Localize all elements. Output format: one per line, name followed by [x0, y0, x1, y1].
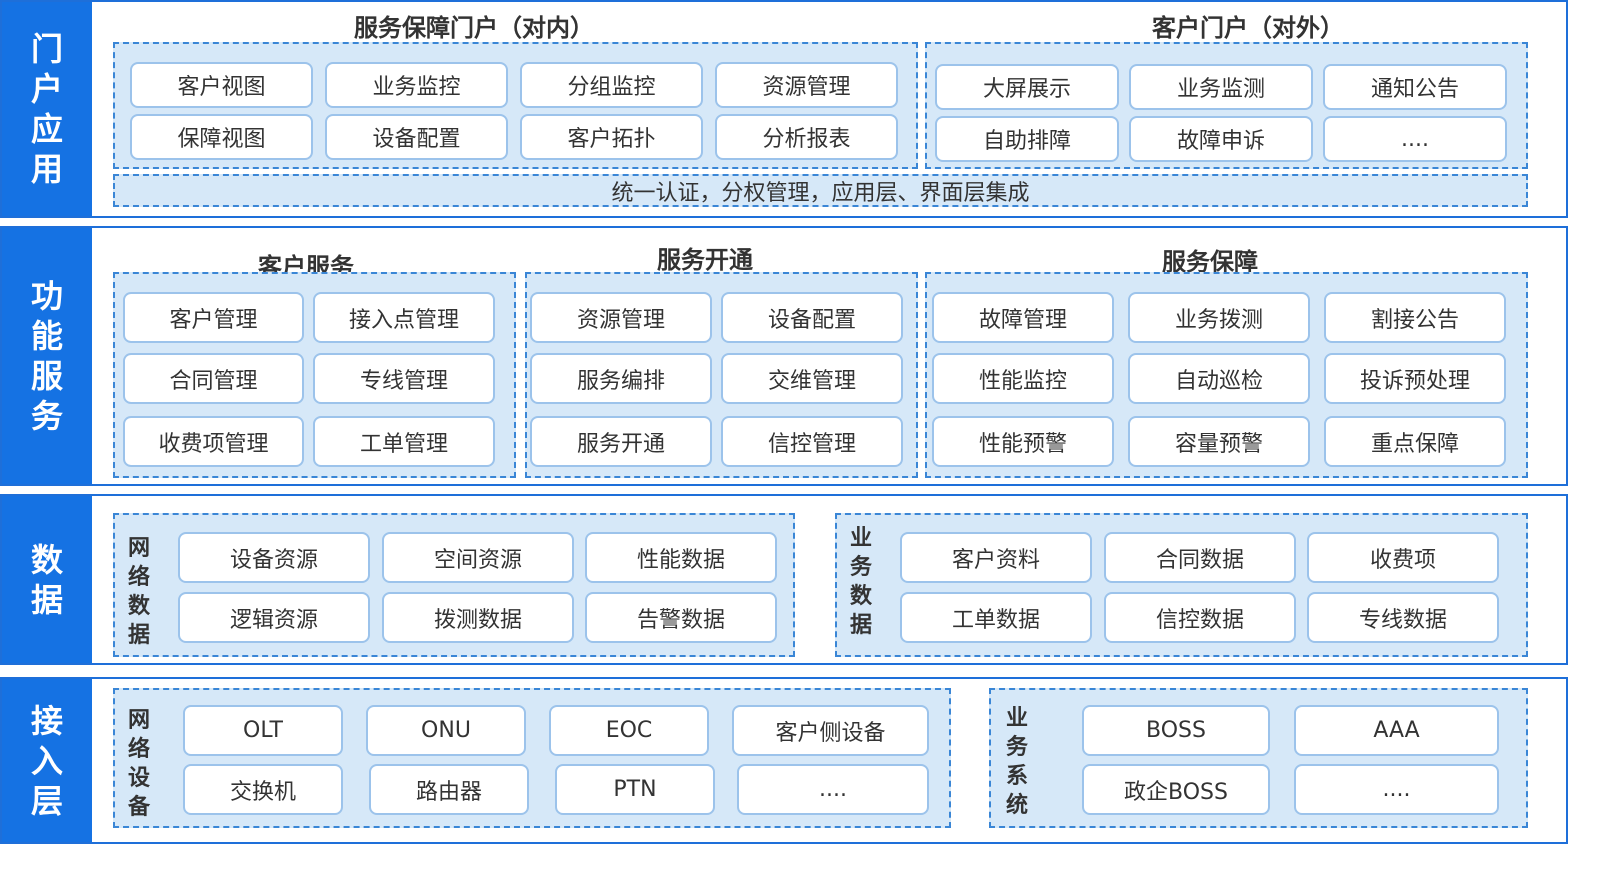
business-data-item: 工单数据: [900, 592, 1092, 643]
network-device-item: 交换机: [183, 764, 343, 815]
network-device-item: 路由器: [369, 764, 529, 815]
external-portal-item: 通知公告: [1323, 64, 1507, 110]
network-device-item: ....: [737, 764, 929, 815]
service-assurance-item: 容量预警: [1128, 416, 1310, 467]
customer-service-item: 收费项管理: [123, 416, 304, 467]
function-layer-label: 功能服务: [2, 228, 92, 484]
business-data-item: 合同数据: [1104, 532, 1296, 583]
external-portal-item: 故障申诉: [1129, 116, 1313, 162]
internal-portal-item: 分组监控: [520, 62, 703, 108]
business-system-label: 业务系统: [1005, 706, 1028, 818]
service-provision-item: 资源管理: [530, 292, 712, 343]
business-data-item: 客户资料: [900, 532, 1092, 583]
business-data-item: 专线数据: [1307, 592, 1499, 643]
external-portal-item: ....: [1323, 116, 1507, 162]
service-provision-item: 信控管理: [721, 416, 903, 467]
function-layer-label-text: 功能服务: [30, 277, 63, 435]
internal-portal-item: 业务监控: [325, 62, 508, 108]
service-assurance-item: 割接公告: [1324, 292, 1506, 343]
service-assurance-item: 性能监控: [932, 353, 1114, 404]
network-device-item: ONU: [366, 705, 526, 756]
service-provision-title: 服务开通: [657, 246, 753, 274]
network-data-item: 逻辑资源: [178, 592, 370, 643]
integration-strip: 统一认证，分权管理，应用层、界面层集成: [113, 174, 1528, 207]
network-data-item: 拨测数据: [382, 592, 574, 643]
network-data-item: 性能数据: [585, 532, 777, 583]
business-data-label: 业务数据: [849, 526, 872, 638]
business-data-item: 收费项: [1307, 532, 1499, 583]
service-assurance-item: 重点保障: [1324, 416, 1506, 467]
portal-layer-label: 门户应用: [2, 2, 92, 216]
customer-service-item: 专线管理: [313, 353, 495, 404]
service-assurance-item: 性能预警: [932, 416, 1114, 467]
network-data-item: 空间资源: [382, 532, 574, 583]
external-portal-item: 业务监测: [1129, 64, 1313, 110]
network-data-label: 网络数据: [127, 536, 150, 648]
customer-service-item: 接入点管理: [313, 292, 495, 343]
customer-service-item: 工单管理: [313, 416, 495, 467]
access-layer-label-text: 接入层: [30, 701, 63, 820]
network-data-item: 设备资源: [178, 532, 370, 583]
network-device-item: OLT: [183, 705, 343, 756]
customer-service-item: 客户管理: [123, 292, 304, 343]
service-provision-item: 服务编排: [530, 353, 712, 404]
portal-layer-label-text: 门户应用: [30, 30, 63, 188]
service-provision-item: 服务开通: [530, 416, 712, 467]
external-portal-title: 客户门户（对外）: [1152, 14, 1344, 42]
internal-portal-item: 客户拓扑: [520, 114, 703, 160]
business-system-item: AAA: [1294, 705, 1499, 756]
business-data-item: 信控数据: [1104, 592, 1296, 643]
business-system-item: BOSS: [1082, 705, 1270, 756]
internal-portal-item: 保障视图: [130, 114, 313, 160]
service-assurance-title: 服务保障: [1162, 248, 1258, 276]
service-assurance-item: 投诉预处理: [1324, 353, 1506, 404]
internal-portal-item: 资源管理: [715, 62, 898, 108]
internal-portal-item: 设备配置: [325, 114, 508, 160]
network-device-item: PTN: [555, 764, 715, 815]
service-assurance-item: 业务拨测: [1128, 292, 1310, 343]
customer-service-item: 合同管理: [123, 353, 304, 404]
business-system-item: 政企BOSS: [1082, 764, 1270, 815]
internal-portal-item: 分析报表: [715, 114, 898, 160]
data-layer-label: 数据: [2, 496, 92, 663]
internal-portal-item: 客户视图: [130, 62, 313, 108]
internal-portal-title: 服务保障门户（对内）: [354, 14, 594, 42]
service-assurance-item: 自动巡检: [1128, 353, 1310, 404]
network-device-label: 网络设备: [127, 708, 150, 820]
data-layer-label-text: 数据: [30, 540, 63, 619]
service-provision-item: 交维管理: [721, 353, 903, 404]
network-device-item: 客户侧设备: [732, 705, 929, 756]
external-portal-item: 自助排障: [935, 116, 1119, 162]
access-layer-label: 接入层: [2, 679, 92, 842]
business-system-item: ....: [1294, 764, 1499, 815]
network-device-item: EOC: [549, 705, 709, 756]
service-assurance-item: 故障管理: [932, 292, 1114, 343]
external-portal-item: 大屏展示: [935, 64, 1119, 110]
service-provision-item: 设备配置: [721, 292, 903, 343]
network-data-item: 告警数据: [585, 592, 777, 643]
